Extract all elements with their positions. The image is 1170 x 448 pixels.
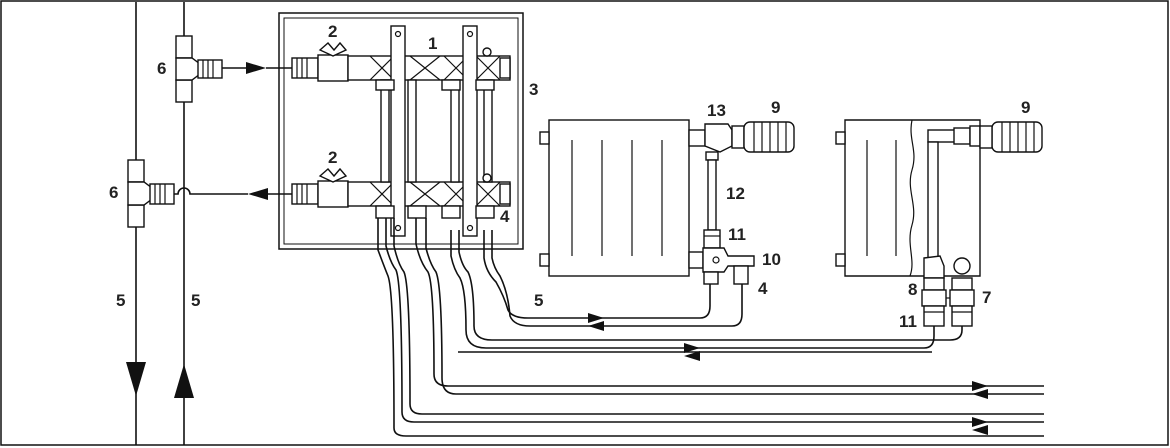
label-thermostat-head-2: 9 bbox=[1021, 98, 1030, 117]
manifold bbox=[291, 25, 511, 237]
label-fitting-11-a: 11 bbox=[728, 225, 746, 244]
label-connector-left: 8 bbox=[908, 280, 917, 299]
radiator-1 bbox=[539, 119, 795, 285]
label-tee-bottom: 6 bbox=[109, 183, 118, 202]
label-connector-right: 7 bbox=[982, 288, 991, 307]
label-ball-valve-bottom: 2 bbox=[328, 148, 337, 167]
label-riser-tube: 12 bbox=[726, 184, 745, 203]
label-fitting-11-b: 11 bbox=[899, 312, 917, 331]
labels: 1 2 2 3 4 4 5 5 5 6 6 7 8 9 9 10 11 11 1… bbox=[109, 22, 1030, 331]
label-ball-valve-top: 2 bbox=[328, 22, 337, 41]
label-riser-left: 5 bbox=[116, 291, 125, 310]
tee-top bbox=[175, 35, 292, 103]
down-arrow bbox=[126, 362, 146, 396]
label-radiator-pipe: 5 bbox=[534, 291, 543, 310]
label-manifold: 1 bbox=[428, 34, 437, 53]
label-radiator-valve-fitting: 4 bbox=[758, 279, 768, 298]
label-thermostat-head-1: 9 bbox=[771, 98, 780, 117]
label-cabinet: 3 bbox=[529, 80, 538, 99]
label-tee-top: 6 bbox=[157, 59, 166, 78]
label-angle-valve: 13 bbox=[707, 101, 726, 120]
label-riser-right: 5 bbox=[191, 291, 200, 310]
up-arrow bbox=[174, 364, 194, 398]
label-valve-body: 10 bbox=[762, 250, 781, 269]
radiator-2 bbox=[835, 119, 1043, 327]
cabinet-inner bbox=[283, 17, 519, 245]
tee-bottom bbox=[127, 159, 292, 228]
cabinet-outer bbox=[278, 12, 524, 250]
label-manifold-fitting: 4 bbox=[500, 207, 510, 226]
distribution-pipes bbox=[377, 218, 1044, 437]
